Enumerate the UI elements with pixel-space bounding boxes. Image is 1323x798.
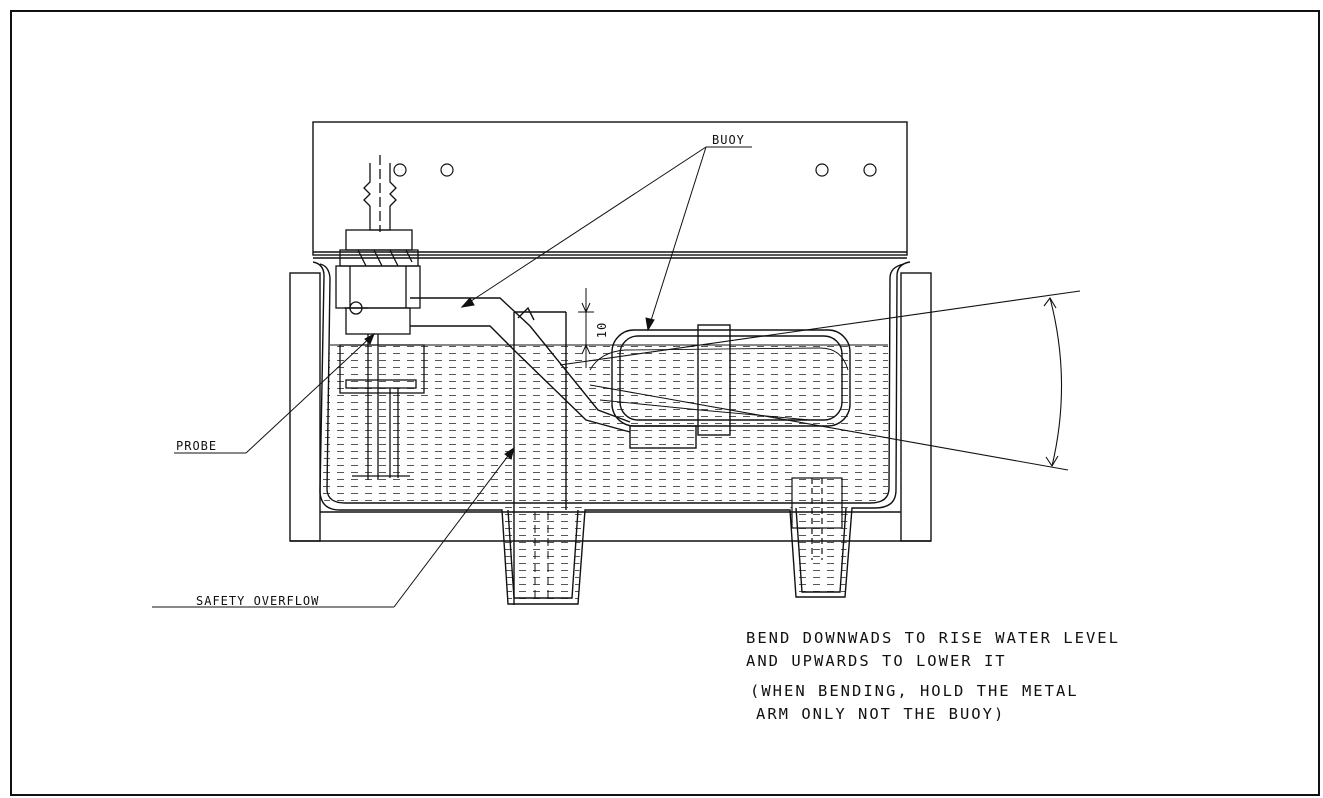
angle-indicator	[559, 290, 1081, 471]
safety-overflow-pipe	[513, 311, 567, 605]
buoy-float	[611, 324, 851, 449]
safety-overflow-label: SAFETY OVERFLOW	[196, 594, 319, 608]
mounting-hole-icon	[393, 163, 877, 177]
buoy-label: BUOY	[712, 133, 745, 147]
drawing-frame	[10, 10, 1320, 796]
instruction-line-1: BEND DOWNWADS TO RISE WATER LEVEL	[746, 629, 1120, 647]
buoy-leader	[460, 146, 752, 332]
drain-fitting	[791, 477, 843, 560]
probe-label: PROBE	[176, 439, 217, 453]
buoy-alternate-position	[589, 347, 849, 421]
instruction-line-2: AND UPWARDS TO LOWER IT	[746, 652, 1007, 670]
upper-housing	[312, 121, 908, 259]
dimension-marker	[578, 288, 594, 368]
water-fill-drain-right	[790, 503, 848, 597]
probe	[339, 334, 425, 480]
tank-shell	[312, 261, 911, 605]
safety-overflow-leader	[152, 446, 515, 608]
instruction-line-3: (WHEN BENDING, HOLD THE METAL	[750, 682, 1079, 700]
valve-body	[335, 155, 421, 335]
water-fill	[322, 345, 888, 503]
probe-leader	[174, 332, 375, 454]
water-fill-drain-left	[502, 503, 582, 604]
instruction-line-4: ARM ONLY NOT THE BUOY)	[756, 705, 1005, 723]
dimension-label: 10	[595, 322, 609, 338]
overflow-drain-centerline	[534, 512, 549, 600]
